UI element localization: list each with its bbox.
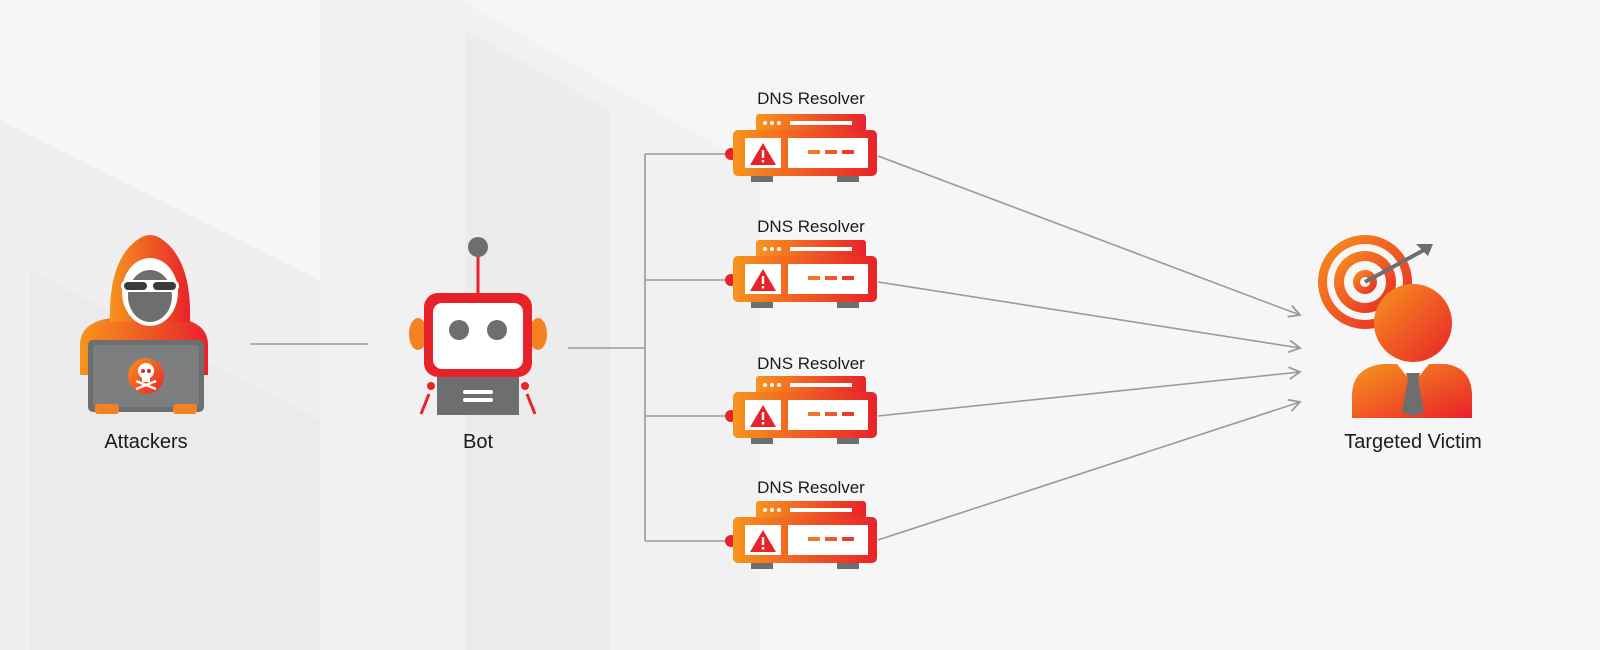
resolver-label-3: DNS Resolver [757, 354, 865, 373]
warning-icon [750, 143, 776, 165]
resolver-label-4: DNS Resolver [757, 478, 865, 497]
connector-lines [250, 153, 1302, 542]
arrow-to-victim-1 [877, 155, 1302, 318]
person-icon [1352, 284, 1472, 418]
resolver-label-1: DNS Resolver [757, 89, 865, 108]
warning-icon [750, 269, 776, 291]
arrow-to-victim-3 [877, 366, 1302, 417]
dns-resolver-2 [725, 240, 877, 308]
bot-label: Bot [462, 431, 494, 453]
dns-resolver-3 [725, 376, 877, 444]
robot-icon [409, 237, 547, 415]
server-icon [725, 114, 877, 182]
skull-icon [128, 358, 164, 394]
server-icon [725, 376, 877, 444]
dns-resolver-1 [725, 114, 877, 182]
hacker-icon [80, 235, 208, 414]
arrow-to-victim-4 [877, 398, 1302, 541]
warning-icon [750, 530, 776, 552]
resolver-label-2: DNS Resolver [757, 217, 865, 236]
attacker-label: Attackers [104, 431, 188, 453]
dns-resolver-4 [725, 501, 877, 569]
warning-icon [750, 405, 776, 427]
arrow-to-victim-2 [877, 281, 1302, 354]
victim-label: Targeted Victim [1344, 431, 1482, 453]
